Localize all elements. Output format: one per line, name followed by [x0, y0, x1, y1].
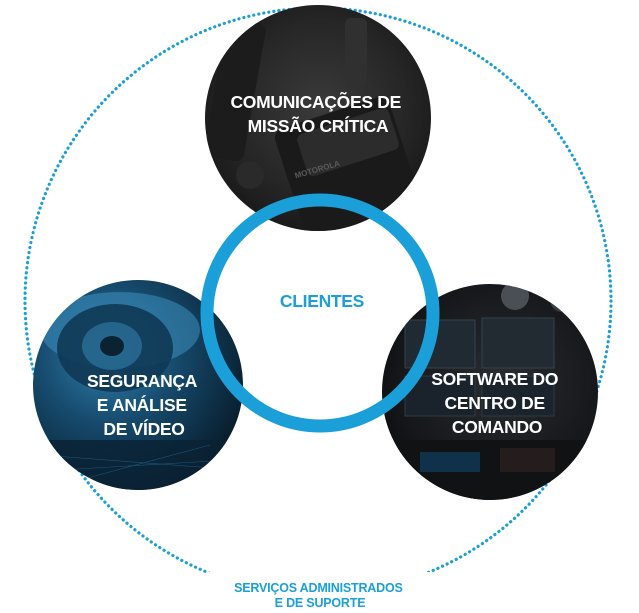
center-label: CLIENTES — [280, 291, 364, 311]
segment-top-line-2: MISSÃO CRÍTICA — [248, 115, 389, 136]
segment-left-line-2: E ANÁLISE — [97, 394, 187, 415]
segment-left: SEGURANÇA E ANÁLISE DE VÍDEO — [33, 280, 243, 490]
footer-gap — [208, 572, 432, 613]
segment-right-label: SOFTWARE DO CENTRO DE COMANDO — [431, 369, 563, 437]
segment-left-label: SEGURANÇA E ANÁLISE DE VÍDEO — [87, 371, 201, 439]
segment-right-line-3: COMANDO — [452, 417, 542, 437]
segment-top-label: COMUNICAÇÕES DE MISSÃO CRÍTICA — [230, 91, 405, 136]
segment-top-line-1: COMUNICAÇÕES DE — [230, 91, 401, 112]
segment-left-line-3: DE VÍDEO — [103, 418, 184, 439]
footer-label: SERVIÇOS ADMINISTRADOS E DE SUPORTE — [234, 581, 406, 610]
segment-right-line-2: CENTRO DE — [445, 393, 545, 413]
footer-line-1: SERVIÇOS ADMINISTRADOS — [234, 581, 403, 595]
segment-right-line-1: SOFTWARE DO — [431, 369, 558, 389]
footer-line-2: E DE SUPORTE — [275, 596, 366, 610]
segment-top: MOTOROLA COMUNICAÇÕES DE MISSÃO CRÍTICA — [205, 5, 431, 231]
segment-left-line-1: SEGURANÇA — [87, 371, 198, 391]
center-ring — [200, 193, 440, 433]
segment-right: SOFTWARE DO CENTRO DE COMANDO — [382, 284, 598, 500]
